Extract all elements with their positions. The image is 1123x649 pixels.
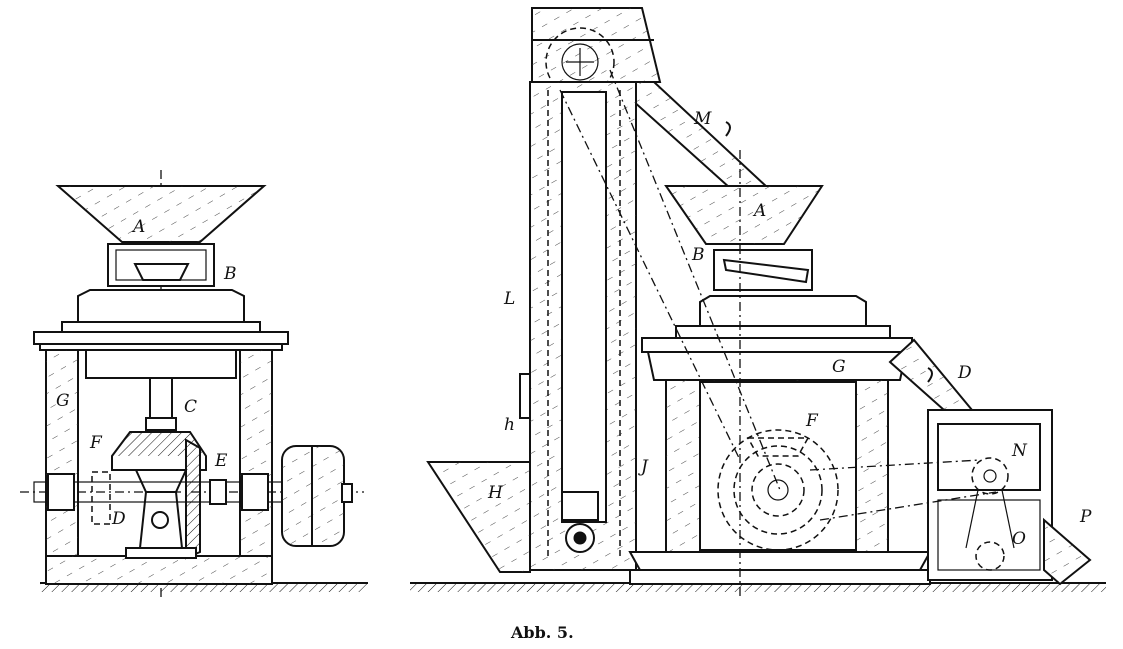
label-G-right: G — [832, 357, 846, 377]
elevator-head — [531, 7, 662, 97]
label-H-right: H — [487, 483, 504, 503]
pulley-left — [281, 445, 353, 547]
frame-left — [45, 349, 273, 585]
hopper-left — [55, 185, 267, 287]
label-G-left: G — [56, 391, 70, 411]
label-A-right: A — [752, 201, 766, 221]
label-C-left: C — [184, 397, 197, 417]
label-F-right: F — [805, 411, 819, 431]
stone-casing-left — [33, 289, 289, 351]
label-L-right: L — [503, 289, 515, 309]
label-D-right: D — [957, 363, 972, 383]
label-A-left: A — [131, 217, 145, 237]
label-h-right: h — [504, 415, 515, 435]
outlet-chute-P — [1043, 517, 1092, 586]
label-E-left: E — [214, 451, 228, 471]
label-B-left: B — [223, 264, 237, 284]
elevator-leg — [519, 81, 637, 571]
figure-caption: Abb. 5. — [510, 623, 574, 642]
bevel-gear-left — [111, 431, 207, 560]
inlet-funnel-H — [426, 461, 531, 573]
label-N-right: N — [1011, 441, 1028, 461]
label-M-right: M — [693, 109, 712, 129]
belt-lines — [559, 69, 997, 600]
front-elevation-view — [20, 170, 368, 600]
frame-right — [628, 379, 932, 585]
stone-casing-right — [641, 295, 913, 381]
label-D-left: D — [111, 509, 126, 529]
label-P-right: P — [1079, 507, 1092, 527]
motor-cabinet — [927, 409, 1053, 581]
label-J-right: J — [638, 457, 649, 477]
label-O-right: O — [1012, 529, 1026, 549]
flywheel-F — [717, 429, 839, 551]
spindle-left — [145, 377, 177, 431]
hopper-right — [664, 185, 824, 291]
label-B-right: B — [691, 245, 705, 265]
label-F-left: F — [89, 433, 103, 453]
side-elevation-view — [410, 7, 1106, 600]
